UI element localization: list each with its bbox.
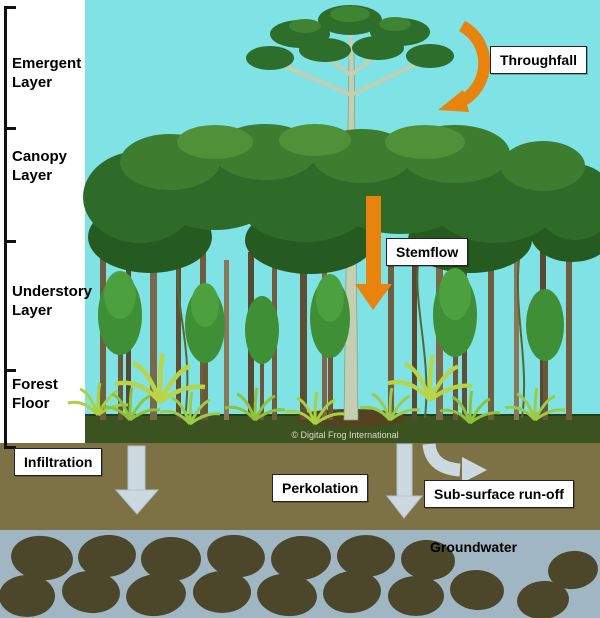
label-canopy-layer: Canopy Layer <box>12 148 68 184</box>
throughfall-label-box: Throughfall <box>490 46 587 74</box>
perkolation-label: Perkolation <box>282 480 359 496</box>
groundwater-label: Groundwater <box>430 539 518 555</box>
subsurface-runoff-label: Sub-surface run-off <box>434 486 564 502</box>
label-forest-floor: Forest Floor <box>12 376 58 412</box>
perkolation-label-box: Perkolation <box>272 474 369 502</box>
infiltration-label: Infiltration <box>24 454 93 470</box>
throughfall-label: Throughfall <box>500 52 577 68</box>
canopy-foliage <box>83 124 600 274</box>
forest-ground <box>85 409 600 443</box>
infiltration-label-box: Infiltration <box>14 448 103 476</box>
stemflow-label: Stemflow <box>396 244 459 260</box>
groundwater-rocks <box>0 534 598 618</box>
understory-trees <box>98 268 564 420</box>
watermark-text: © Digital Frog International <box>291 430 398 440</box>
label-understory-layer: Understory Layer <box>12 283 93 319</box>
bracket-forest-floor <box>4 369 16 449</box>
stemflow-label-box: Stemflow <box>386 238 469 266</box>
subsurface-runoff-label-box: Sub-surface run-off <box>424 480 574 508</box>
label-emergent-layer: Emergent Layer <box>12 55 82 91</box>
